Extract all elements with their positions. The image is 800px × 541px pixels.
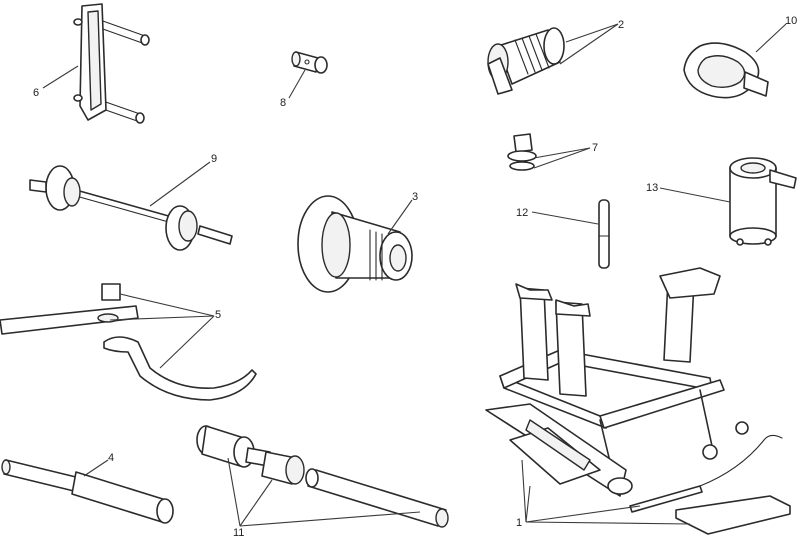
part-5-spanner-set: [0, 283, 257, 401]
callout-12: 12: [516, 207, 528, 219]
callout-9: 9: [211, 153, 217, 165]
part-13-cylinder: [729, 157, 797, 246]
callout-3: 3: [412, 191, 418, 203]
part-2-split-sleeve: [487, 27, 565, 95]
part-4-stepped-pin: [1, 459, 174, 524]
callout-labels: 6 8 2 10 9 3 7 13 12 5 4 11 1: [33, 15, 797, 539]
callout-4: 4: [108, 452, 114, 464]
part-8-small-pin: [291, 51, 328, 74]
part-10-ring-spanner: [683, 42, 769, 99]
callout-10: 10: [785, 15, 797, 27]
callout-7: 7: [592, 142, 598, 154]
part-3-threaded-bushing: [297, 195, 413, 293]
part-6-pin-bracket: [73, 3, 150, 124]
part-9-puller: [29, 165, 233, 251]
callout-11: 11: [233, 527, 244, 539]
part-11-driver-set: [196, 425, 449, 528]
callout-8: 8: [280, 97, 286, 109]
part-7-fitting: [507, 133, 537, 171]
part-12-drift-pin: [598, 199, 610, 269]
callout-13: 13: [646, 182, 658, 194]
leader-lines: [42, 23, 787, 527]
callout-1: 1: [516, 517, 522, 529]
callout-2: 2: [618, 19, 624, 31]
callout-6: 6: [33, 87, 39, 99]
part-1-engine-stand: [485, 267, 791, 535]
callout-5: 5: [215, 309, 221, 321]
